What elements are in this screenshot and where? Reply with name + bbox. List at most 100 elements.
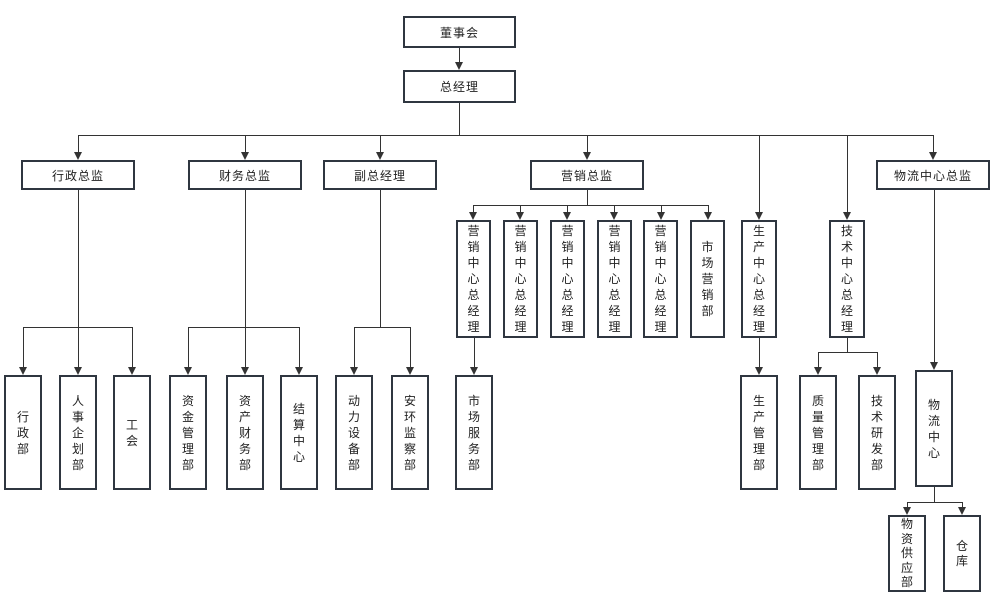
node-label: 生产管理部 (752, 393, 765, 472)
connector-line (847, 135, 848, 213)
node-settlement-center: 结算中心 (280, 375, 318, 490)
connector-line (818, 352, 819, 368)
connector-line (78, 135, 934, 136)
arrowhead (873, 367, 881, 375)
node-marketing-center-gm-4: 营销中心总经理 (597, 220, 632, 338)
connector-line (354, 327, 410, 328)
node-board-of-directors: 董事会 (403, 16, 516, 48)
node-label: 营销中心总经理 (467, 224, 480, 334)
node-label: 动力设备部 (347, 393, 360, 472)
node-label: 营销中心总经理 (514, 224, 527, 334)
node-label: 物资供应部 (900, 517, 913, 590)
arrowhead (241, 152, 249, 160)
connector-line (907, 502, 962, 503)
arrowhead (930, 362, 938, 370)
connector-line (907, 502, 908, 508)
connector-line (188, 327, 189, 368)
connector-line (459, 48, 460, 63)
node-safety-env-supervision-dept: 安环监察部 (391, 375, 429, 490)
arrowhead (704, 212, 712, 220)
node-label: 仓库 (955, 539, 968, 568)
node-label: 物流中心 (927, 397, 940, 460)
arrowhead (128, 367, 136, 375)
arrowhead (657, 212, 665, 220)
node-label: 市场营销部 (701, 240, 714, 318)
arrowhead (406, 367, 414, 375)
connector-line (708, 205, 709, 213)
node-labor-union: 工会 (113, 375, 151, 490)
node-label: 董事会 (439, 25, 479, 40)
node-general-manager: 总经理 (403, 70, 516, 103)
arrowhead (241, 367, 249, 375)
node-marketing-center-gm-5: 营销中心总经理 (643, 220, 678, 338)
arrowhead (610, 212, 618, 220)
connector-line (299, 327, 300, 368)
arrowhead (455, 62, 463, 70)
node-tech-center-gm: 技术中心总经理 (829, 220, 865, 338)
connector-line (934, 487, 935, 502)
node-marketing-center-gm-2: 营销中心总经理 (503, 220, 538, 338)
connector-line (473, 205, 474, 213)
connector-line (78, 135, 79, 153)
connector-line (188, 327, 299, 328)
node-label: 财务总监 (218, 168, 271, 183)
connector-line (587, 135, 588, 153)
node-label: 副总经理 (353, 168, 406, 183)
connector-line (473, 205, 708, 206)
node-label: 行政总监 (51, 168, 104, 183)
connector-line (520, 205, 521, 213)
node-warehouse: 仓库 (943, 515, 981, 592)
node-label: 营销中心总经理 (654, 224, 667, 334)
node-tech-rd-dept: 技术研发部 (858, 375, 896, 490)
arrowhead (843, 212, 851, 220)
node-label: 市场服务部 (467, 393, 480, 472)
node-deputy-general-manager: 副总经理 (323, 160, 437, 190)
node-admin-director: 行政总监 (21, 160, 135, 190)
connector-line (934, 190, 935, 363)
connector-line (847, 338, 848, 352)
node-quality-management-dept: 质量管理部 (799, 375, 837, 490)
arrowhead (295, 367, 303, 375)
node-material-supply-dept: 物资供应部 (888, 515, 926, 592)
node-marketing-center-gm-1: 营销中心总经理 (456, 220, 491, 338)
connector-line (354, 327, 355, 368)
node-label: 营销中心总经理 (561, 224, 574, 334)
arrowhead (19, 367, 27, 375)
node-logistics-center: 物流中心 (915, 370, 953, 487)
node-hr-planning-dept: 人事企划部 (59, 375, 97, 490)
node-label: 结算中心 (292, 401, 305, 464)
connector-line (410, 327, 411, 368)
connector-line (380, 135, 381, 153)
arrowhead (563, 212, 571, 220)
connector-line (661, 205, 662, 213)
connector-line (587, 190, 588, 205)
arrowhead (350, 367, 358, 375)
node-label: 资金管理部 (181, 393, 194, 472)
connector-line (759, 135, 760, 213)
connector-line (78, 190, 79, 327)
connector-line (962, 502, 963, 508)
connector-line (459, 103, 460, 135)
arrowhead (74, 152, 82, 160)
node-label: 技术中心总经理 (840, 224, 853, 334)
node-label: 物流中心总监 (893, 168, 972, 183)
node-logistics-center-director: 物流中心总监 (876, 160, 990, 190)
node-marketing-center-gm-3: 营销中心总经理 (550, 220, 585, 338)
connector-line (380, 190, 381, 327)
arrowhead (583, 152, 591, 160)
node-power-equipment-dept: 动力设备部 (335, 375, 373, 490)
node-admin-dept: 行政部 (4, 375, 42, 490)
connector-line (759, 338, 760, 368)
node-label: 人事企划部 (71, 393, 84, 472)
connector-line (23, 327, 24, 368)
node-label: 营销中心总经理 (608, 224, 621, 334)
node-label: 总经理 (439, 80, 479, 94)
node-label: 营销总监 (560, 168, 613, 183)
connector-line (245, 327, 246, 368)
connector-line (78, 327, 79, 368)
node-asset-finance-dept: 资产财务部 (226, 375, 264, 490)
arrowhead (469, 212, 477, 220)
arrowhead (958, 507, 966, 515)
node-finance-director: 财务总监 (188, 160, 302, 190)
